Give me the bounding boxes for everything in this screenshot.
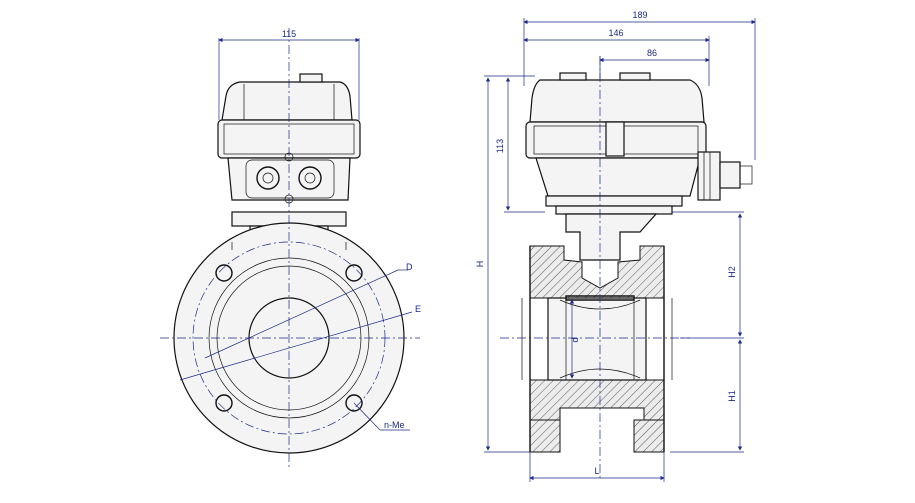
knob-right-icon (298, 166, 322, 190)
front-view: 115 (160, 28, 421, 470)
dim-heights-left: 113 H (475, 75, 545, 453)
valve-body-section: d (500, 56, 690, 480)
dim-label-flange-od: E (415, 304, 421, 314)
bolt-hole-icon (215, 264, 363, 412)
dim-label-189: 189 (632, 10, 647, 20)
dim-label-146: 146 (608, 28, 623, 38)
dim-label-bolt-holes: n-Me (384, 420, 405, 430)
dim-label-H1: H1 (727, 390, 737, 402)
dim-label-H: H (475, 261, 485, 268)
actuator-side (525, 72, 753, 261)
dim-length: L (529, 452, 665, 482)
knob-left-icon (256, 166, 280, 190)
flange-front: D E n-Me (160, 28, 421, 470)
dim-overall-widths: 189 146 86 (523, 10, 756, 160)
dim-label-113: 113 (495, 139, 505, 153)
dim-heights-right: H2 H1 (660, 211, 744, 453)
dim-label-86: 86 (647, 48, 657, 58)
dim-label-H2: H2 (727, 266, 737, 278)
side-view: 189 146 86 113 H H2 H1 (475, 10, 756, 482)
dim-label-L: L (594, 466, 599, 476)
dim-label-bore: d (570, 337, 580, 342)
dim-label-pcd: D (406, 262, 413, 272)
cable-gland-icon (697, 151, 721, 201)
